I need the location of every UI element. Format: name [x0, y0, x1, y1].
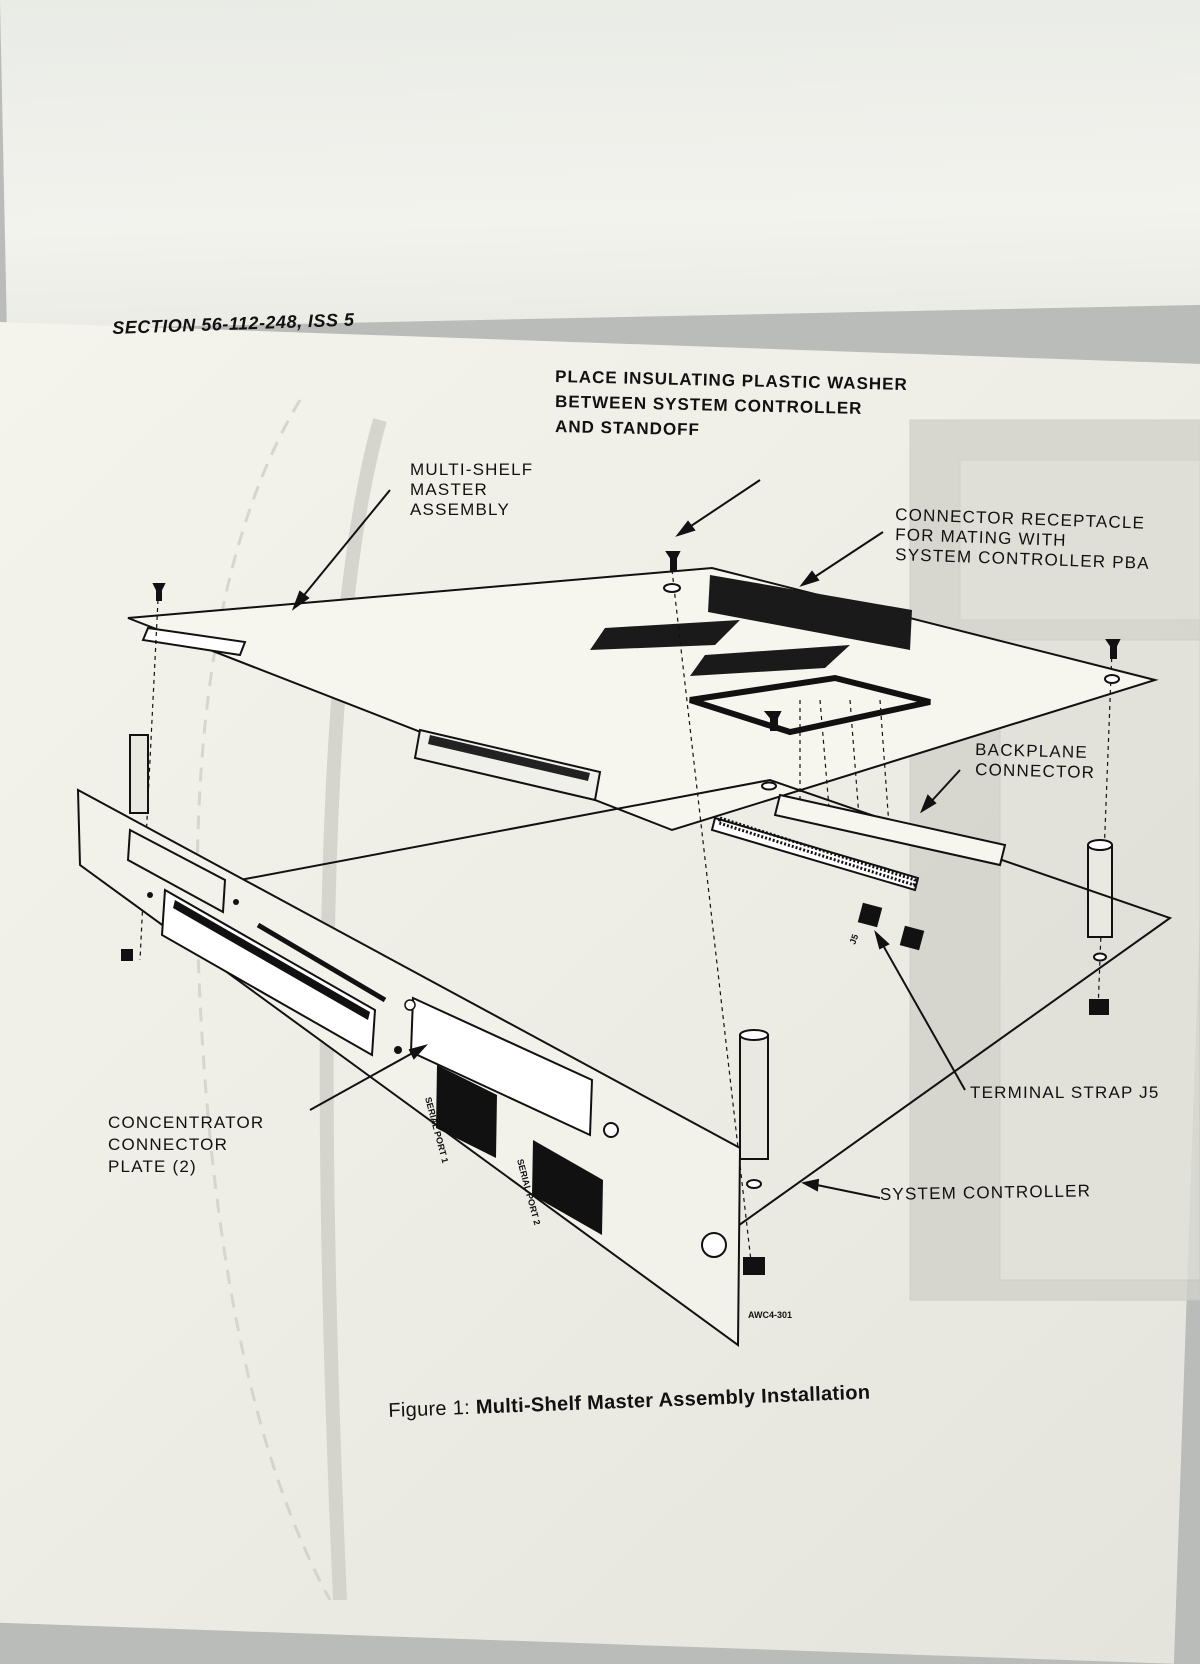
bottom-screw-right: [1089, 999, 1109, 1015]
washer-callout-line3: AND STANDOFF: [555, 417, 700, 439]
slot-line: [256, 922, 387, 1003]
drawing-number: AWC4-301: [748, 1310, 792, 1320]
front-faceplate: [76, 788, 742, 1347]
system-controller-callout: SYSTEM CONTROLLER: [880, 1181, 1092, 1204]
screw-left: [152, 583, 166, 601]
concentrator-callout-line1: CONCENTRATOR: [108, 1113, 264, 1132]
backplane-connector: [773, 793, 1007, 867]
chip-socket: [689, 674, 931, 736]
connector-receptacle: [708, 575, 912, 650]
left-edge-connector: [141, 626, 247, 657]
panel-screw-1: [603, 1122, 619, 1138]
washer-callout-line2: BETWEEN SYSTEM CONTROLLER: [555, 392, 863, 418]
concentrator-plate: [409, 996, 594, 1137]
msma-callout-line2: MASTER: [410, 480, 488, 499]
panel-screw-2: [701, 1232, 727, 1258]
washer-callout-line1: PLACE INSULATING PLASTIC WASHER: [555, 367, 908, 394]
concentrator-callout-line2: CONNECTOR: [108, 1135, 228, 1154]
j5-block-1: [857, 902, 883, 928]
screw-right: [1105, 639, 1121, 659]
screw-top: [665, 551, 681, 571]
assembly-diagram: PLACE INSULATING PLASTIC WASHER BETWEEN …: [76, 367, 1200, 1600]
bottom-screw-left: [121, 949, 133, 961]
terminal-strap-callout: TERMINAL STRAP J5: [970, 1083, 1160, 1102]
bottom-screw-front: [743, 1257, 765, 1275]
washer-top: [663, 583, 681, 593]
standoff-left: [129, 734, 149, 814]
j5-block-2: [899, 925, 925, 951]
multi-shelf-master-board: [127, 566, 1159, 832]
msma-callout-line1: MULTI-SHELF: [410, 460, 533, 479]
standoff-front: [739, 1034, 769, 1160]
figure-number: Figure 1:: [388, 1396, 471, 1422]
serial-port-2: [532, 1140, 603, 1235]
screw-chip: [763, 711, 782, 731]
concentrator-callout-line3: PLATE (2): [108, 1157, 197, 1176]
leader-arrows: [291, 479, 966, 1199]
j5-label: J5: [847, 933, 860, 946]
system-controller-board: [237, 778, 1173, 1262]
serial-port-1: [436, 1065, 497, 1158]
backplane-callout-line2: CONNECTOR: [975, 760, 1096, 782]
backplane-callout-line1: BACKPLANE: [975, 740, 1088, 762]
background-rack-ghost: [195, 399, 1200, 1600]
msma-callout-line3: ASSEMBLY: [410, 500, 510, 519]
chip-1: [590, 620, 740, 650]
chip-2: [690, 645, 850, 676]
